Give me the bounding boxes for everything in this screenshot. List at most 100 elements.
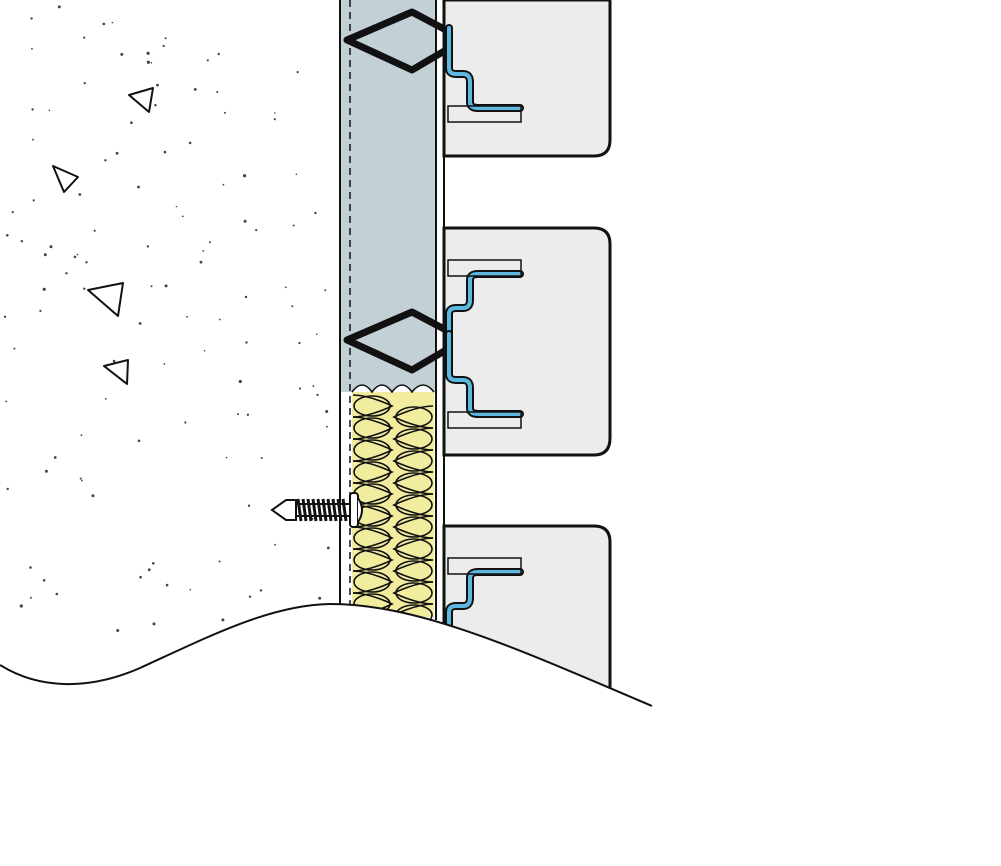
speckle — [5, 400, 8, 403]
speckle — [324, 289, 327, 292]
speckle — [43, 253, 47, 257]
speckle — [42, 287, 46, 291]
speckle — [186, 315, 189, 318]
insulation-loop — [395, 560, 433, 582]
speckle — [181, 215, 184, 218]
insulation-loop — [392, 559, 434, 583]
insulation-loop — [392, 537, 434, 561]
speckle — [208, 241, 211, 244]
speckle — [203, 350, 206, 352]
speckle — [274, 543, 276, 546]
insulation-loop — [395, 406, 433, 428]
insulation-loop — [352, 548, 394, 572]
insulation-loop — [353, 527, 391, 549]
speckle — [295, 173, 298, 176]
speckle — [273, 118, 276, 121]
insulation-loop — [352, 526, 394, 550]
insulation-loop — [352, 460, 394, 484]
screw-thread — [296, 498, 348, 522]
speckle — [316, 333, 318, 336]
speckle — [102, 22, 106, 26]
speckle — [49, 245, 53, 249]
insulation-top-edge — [351, 384, 435, 394]
speckle — [202, 250, 205, 252]
thread — [311, 498, 318, 522]
concrete-substrate — [0, 0, 340, 700]
speckle — [78, 193, 82, 196]
aggregate-triangles — [52, 87, 154, 385]
tile-clips — [445, 24, 524, 656]
insulation-loop — [392, 493, 434, 517]
speckle — [31, 108, 34, 111]
speckle — [206, 59, 209, 62]
speckle — [247, 504, 251, 507]
speckle — [199, 260, 203, 264]
thread — [326, 498, 333, 522]
insulation-loop — [392, 405, 434, 429]
speckle — [316, 393, 319, 396]
speckle — [260, 457, 263, 459]
speckle — [11, 211, 14, 214]
speckle — [6, 487, 9, 491]
speckle — [91, 494, 95, 498]
speckle — [162, 44, 165, 48]
insulation-loop — [353, 571, 391, 593]
speckle — [237, 413, 239, 416]
speckle — [83, 36, 86, 39]
speckle — [139, 575, 142, 579]
speckle — [65, 272, 68, 275]
aggregate-triangle — [52, 165, 79, 193]
speckle — [314, 211, 317, 215]
speckle — [137, 439, 141, 443]
speckle — [218, 560, 221, 563]
insulation-loop — [353, 439, 391, 461]
speckle — [32, 199, 35, 202]
insulation-loop — [392, 515, 434, 539]
speckle — [298, 387, 302, 390]
speckle — [164, 37, 167, 40]
speckle — [147, 568, 151, 572]
insulation-loop — [395, 450, 433, 472]
speckle — [42, 579, 46, 582]
speckle — [259, 589, 263, 592]
speckle — [120, 52, 124, 56]
speckle — [116, 629, 120, 632]
speckle — [154, 104, 157, 107]
insulation-loop — [352, 394, 394, 418]
speckle — [39, 309, 42, 312]
speckle — [163, 150, 167, 154]
insulation-loop — [392, 581, 434, 605]
speckle — [217, 52, 220, 56]
speckle — [152, 622, 156, 626]
speckle — [29, 566, 32, 569]
aggregate-triangle — [87, 282, 124, 317]
speckle — [184, 421, 187, 424]
speckle — [104, 398, 107, 400]
insulation-loop — [352, 570, 394, 594]
speckle — [222, 183, 225, 186]
speckle — [255, 229, 258, 232]
speckle — [104, 159, 107, 162]
speckle — [165, 583, 169, 587]
facade-tile-middle — [442, 226, 612, 457]
break-line-mask — [0, 604, 1001, 866]
insulation-loop — [353, 395, 391, 417]
speckle — [243, 219, 247, 223]
insulation-loop — [352, 438, 394, 462]
speckle — [80, 434, 83, 436]
speckle — [146, 60, 150, 64]
speckle — [312, 385, 315, 388]
speckle — [3, 315, 7, 318]
speckle — [31, 47, 33, 50]
speckle — [76, 253, 79, 256]
speckle — [93, 229, 96, 232]
speckle — [150, 285, 153, 288]
aggregate-triangle — [103, 359, 129, 385]
insulation-loop — [395, 428, 433, 450]
speckle — [225, 456, 228, 459]
tile-clip — [445, 557, 524, 656]
speckle — [111, 21, 114, 24]
speckle — [274, 112, 276, 114]
